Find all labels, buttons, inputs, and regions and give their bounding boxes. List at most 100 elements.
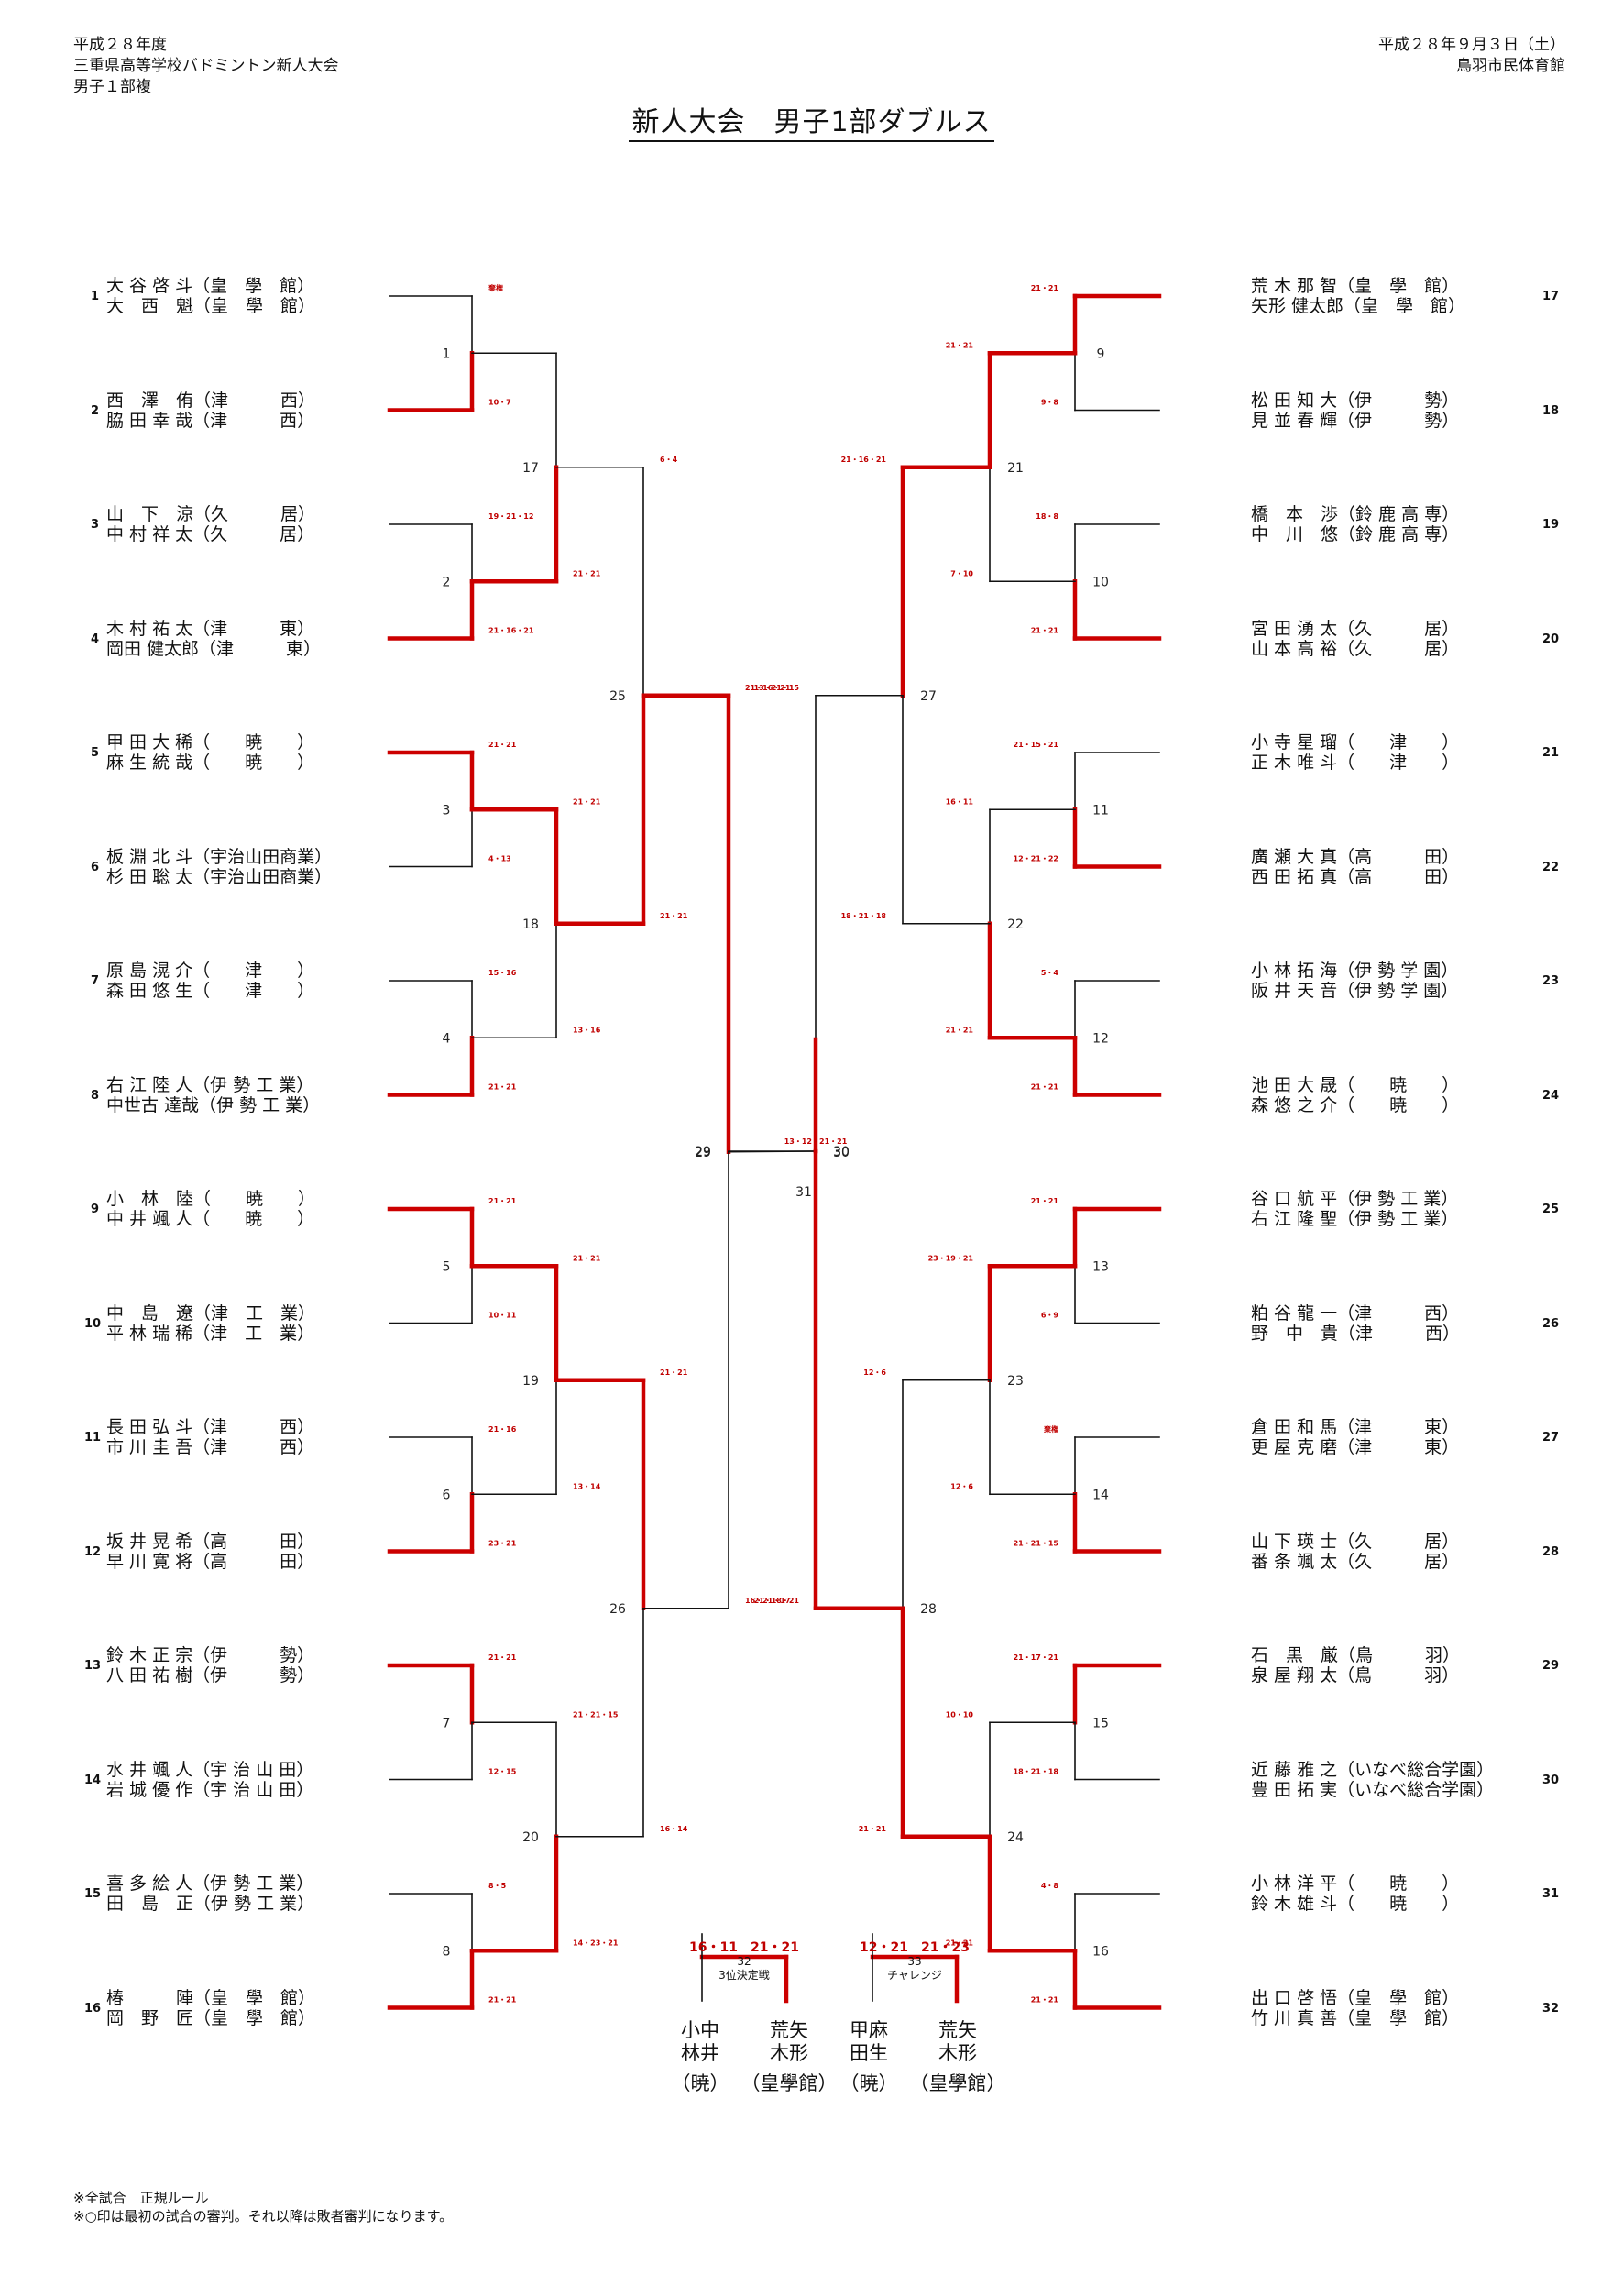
entry-pair: 小 林 洋 平（ 暁 ）鈴 木 雄 斗（ 暁 ）	[1251, 1873, 1459, 1914]
entry-pair: 松 田 知 大（伊 勢）見 並 春 輝（伊 勢）	[1251, 390, 1459, 431]
entry-number: 13	[84, 1659, 102, 1673]
entry-player-1: 石 黒 厳（鳥 羽）	[1251, 1645, 1461, 1665]
entry-player-1: 木 村 祐 太（津 東）	[106, 618, 315, 639]
score-label: 21・18・21	[754, 1597, 800, 1605]
score-label: 13・21・15	[754, 684, 800, 692]
entry-number: 31	[1542, 1887, 1560, 1901]
score-label: 10・10	[946, 1710, 974, 1719]
match-number: 26	[609, 1602, 626, 1617]
entry-pair: 水 井 颯 人（宇 治 山 田）岩 城 優 作（宇 治 山 田）	[106, 1760, 313, 1800]
match-number: 23	[1007, 1374, 1024, 1389]
entry-player-2: 杉 田 聡 太（宇治山田商業）	[106, 866, 333, 887]
entry-number: 25	[1542, 1203, 1560, 1216]
entry-number: 11	[84, 1431, 102, 1445]
entry-player-2: 中 村 祥 太（久 居）	[106, 524, 315, 544]
score-label: 19・21・12	[488, 512, 533, 521]
entry-player-2: 矢形 健太郎（皇 學 館）	[1251, 296, 1466, 316]
entry-number: 20	[1542, 632, 1560, 646]
footer-note-1: ※全試合 正規ルール	[73, 2190, 209, 2206]
challenge-team-a: 甲麻 田生 （暁）	[823, 2019, 915, 2095]
score-label: 21・21・15	[1014, 1540, 1059, 1548]
entry-player-2: 田 島 正（伊 勢 工 業）	[106, 1894, 315, 1914]
entry-pair: 石 黒 厳（鳥 羽）泉 屋 翔 太（鳥 羽）	[1251, 1645, 1460, 1686]
entry-pair: 中 島 遼（津 工 業）平 林 瑞 稀（津 工 業）	[106, 1303, 315, 1344]
entry-player-2: 鈴 木 雄 斗（ 暁 ）	[1251, 1894, 1460, 1914]
entry-pair: 板 淵 北 斗（宇治山田商業）杉 田 聡 太（宇治山田商業）	[106, 847, 332, 887]
entry-player-1: 中 島 遼（津 工 業）	[106, 1302, 316, 1324]
entry-player-2: 平 林 瑞 稀（津 工 業）	[106, 1323, 315, 1344]
score-label: 21・21	[573, 569, 601, 577]
entry-number: 30	[1542, 1773, 1560, 1787]
header-venue: 鳥羽市民体育館	[1456, 57, 1565, 75]
third-place-team-b: 荒矢 木形 （皇學館）	[739, 2019, 839, 2095]
match-number: 16	[1092, 1944, 1109, 1959]
entry-player-1: 喜 多 絵 人（伊 勢 工 業）	[106, 1873, 314, 1894]
entry-number: 9	[91, 1203, 100, 1216]
score-label: 21・16・21	[745, 684, 791, 692]
header-tournament: 三重県高等学校バドミントン新人大会	[73, 57, 339, 75]
match-number: 7	[443, 1716, 451, 1730]
score-label: 4・13	[488, 855, 511, 863]
entry-player-2: 大 西 魁（皇 學 館）	[106, 296, 316, 316]
footer-notes: ※全試合 正規ルール ※○印は最初の試合の審判。それ以降は敗者審判になります。	[73, 2189, 453, 2225]
entry-player-1: 坂 井 晃 希（高 田）	[106, 1531, 315, 1552]
team-b-names-1: 荒矢	[770, 2019, 808, 2041]
match-number: 19	[522, 1374, 539, 1389]
entry-pair: 谷 口 航 平（伊 勢 工 業）右 江 隆 聖（伊 勢 工 業）	[1251, 1189, 1458, 1229]
entry-player-1: 椿 陣（皇 學 館）	[106, 1987, 316, 2008]
team-b-school: （皇學館）	[740, 2072, 838, 2094]
entry-player-1: 荒 木 那 智（皇 學 館）	[1251, 276, 1460, 296]
score-label: 21・21	[1031, 1197, 1059, 1205]
entry-player-2: 中 川 悠（鈴 鹿 高 専）	[1251, 524, 1460, 544]
entry-pair: 荒 木 那 智（皇 學 館）矢形 健太郎（皇 學 館）	[1251, 276, 1465, 316]
match-number: 22	[1007, 917, 1024, 932]
score-label: 21・21	[660, 912, 688, 920]
team-c-names-1: 甲麻	[850, 2019, 888, 2041]
header-right: 平成２８年９月３日（土） 鳥羽市民体育館	[1378, 35, 1565, 77]
entry-player-1: 右 江 陸 人（伊 勢 工 業）	[106, 1074, 314, 1095]
score-label: 棄権	[488, 283, 503, 292]
header-date: 平成２８年９月３日（土）	[1378, 36, 1565, 54]
entry-pair: 小 林 陸（ 暁 ）中 井 颯 人（ 暁 ）	[106, 1189, 315, 1229]
match-number: 30	[833, 1146, 850, 1160]
entry-pair: 西 澤 侑（津 西）脇 田 幸 哉（津 西）	[106, 390, 315, 431]
match-number: 3	[443, 803, 451, 818]
entry-number: 5	[91, 746, 100, 760]
entry-player-1: 橋 本 渉（鈴 鹿 高 専）	[1251, 504, 1460, 524]
entry-number: 6	[91, 860, 100, 874]
score-label: 10・7	[488, 399, 511, 407]
entry-player-2: 見 並 春 輝（伊 勢）	[1251, 410, 1460, 431]
entry-number: 22	[1542, 860, 1560, 874]
score-label: 18・21・18	[1014, 1768, 1059, 1776]
team-c-names-2: 田生	[850, 2042, 888, 2064]
score-label: 15・16	[488, 969, 517, 977]
page-title: 新人大会 男子1部ダブルス	[0, 99, 1623, 142]
footer-note-2: ※○印は最初の試合の審判。それ以降は敗者審判になります。	[73, 2208, 454, 2225]
entry-pair: 宮 田 湧 太（久 居）山 本 高 裕（久 居）	[1251, 619, 1459, 659]
score-label: 21・21・15	[573, 1710, 619, 1719]
match-number: 5	[443, 1259, 451, 1274]
third-place-match: 16・11 21・21 32 3位決定戦	[689, 1941, 799, 1983]
match-number: 28	[920, 1602, 937, 1617]
entry-player-2: 麻 生 統 哉（ 暁 ）	[106, 753, 315, 773]
entry-player-2: 山 本 高 裕（久 居）	[1251, 638, 1460, 659]
entry-pair: 山 下 瑛 士（久 居）番 条 颯 太（久 居）	[1251, 1532, 1459, 1572]
team-d-names-1: 荒矢	[938, 2019, 977, 2041]
third-place-number: 32	[737, 1955, 751, 1968]
entry-pair: 小 寺 星 瑠（ 津 ）正 木 唯 斗（ 津 ）	[1251, 732, 1459, 773]
score-label: 16・21・17	[745, 1597, 790, 1605]
match-number: 2	[443, 575, 451, 589]
entry-player-1: 小 林 拓 海（伊 勢 学 園）	[1251, 961, 1459, 981]
entry-pair: 椿 陣（皇 學 館）岡 野 匠（皇 學 館）	[106, 1988, 315, 2028]
entry-player-2: 森 悠 之 介（ 暁 ）	[1251, 1094, 1460, 1115]
entry-player-2: 西 田 拓 真（高 田）	[1251, 866, 1460, 887]
entry-player-1: 小 寺 星 瑠（ 津 ）	[1251, 732, 1460, 753]
score-label: 23・21	[488, 1540, 517, 1548]
score-label: 8・5	[488, 1882, 507, 1890]
entry-number: 21	[1542, 746, 1560, 760]
match-number: 11	[1092, 803, 1109, 818]
entry-player-1: 大 谷 啓 斗（皇 學 館）	[106, 276, 315, 296]
entry-number: 17	[1542, 290, 1560, 303]
entry-number: 27	[1542, 1431, 1560, 1445]
score-label: 21・16・21	[488, 627, 534, 635]
